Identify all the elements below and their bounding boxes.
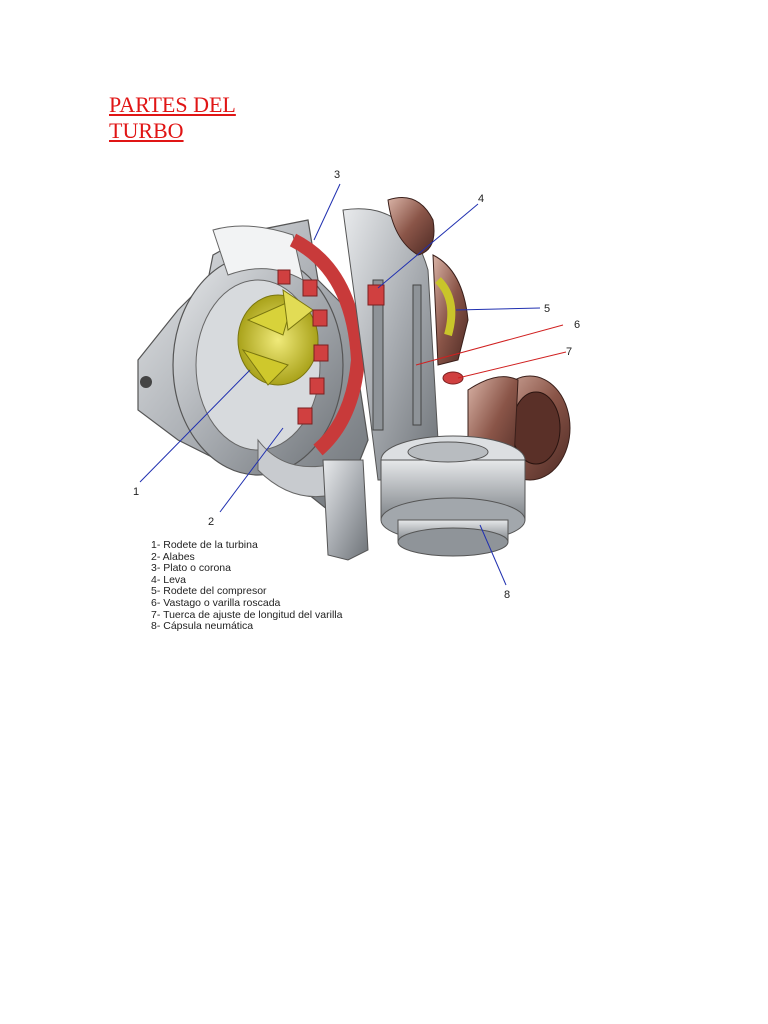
legend-item: 4- Leva [151, 573, 187, 586]
turbo-diagram: 1 2 3 4 5 6 7 8 [118, 160, 596, 642]
legend-item: 6- Vastago o varilla roscada [151, 596, 281, 609]
turbine-wheel-icon [237, 288, 319, 386]
title-line-1: PARTES DEL [109, 92, 236, 117]
pneumatic-capsule-icon [380, 435, 526, 557]
vanes-ring-icon [277, 233, 366, 456]
legend-item: 2- Alabes [151, 550, 195, 563]
callout-5: 5 [544, 303, 550, 315]
callout-7: 7 [566, 346, 572, 358]
legend-item: 3- Plato o corona [151, 562, 231, 575]
callout-8: 8 [504, 589, 510, 601]
callout-1: 1 [133, 486, 139, 498]
mounting-bracket [322, 459, 369, 561]
legend-item: 1- Rodete de la turbina [151, 539, 258, 551]
callout-3: 3 [334, 169, 340, 181]
callout-4: 4 [478, 193, 484, 205]
legend-item: 5- Rodete del compresor [151, 585, 267, 598]
callout-2: 2 [208, 516, 214, 528]
legend-item: 8- Cápsula neumática [151, 620, 254, 633]
legend-item: 7- Tuerca de ajuste de longitud del vari… [151, 608, 343, 621]
page-title: PARTES DEL TURBO [109, 92, 236, 144]
title-line-2: TURBO [109, 118, 184, 143]
callout-6: 6 [574, 319, 580, 331]
parts-legend: 1- Rodete de la turbina 2- Alabes 3- Pla… [151, 539, 343, 633]
leader-lines [139, 183, 567, 586]
